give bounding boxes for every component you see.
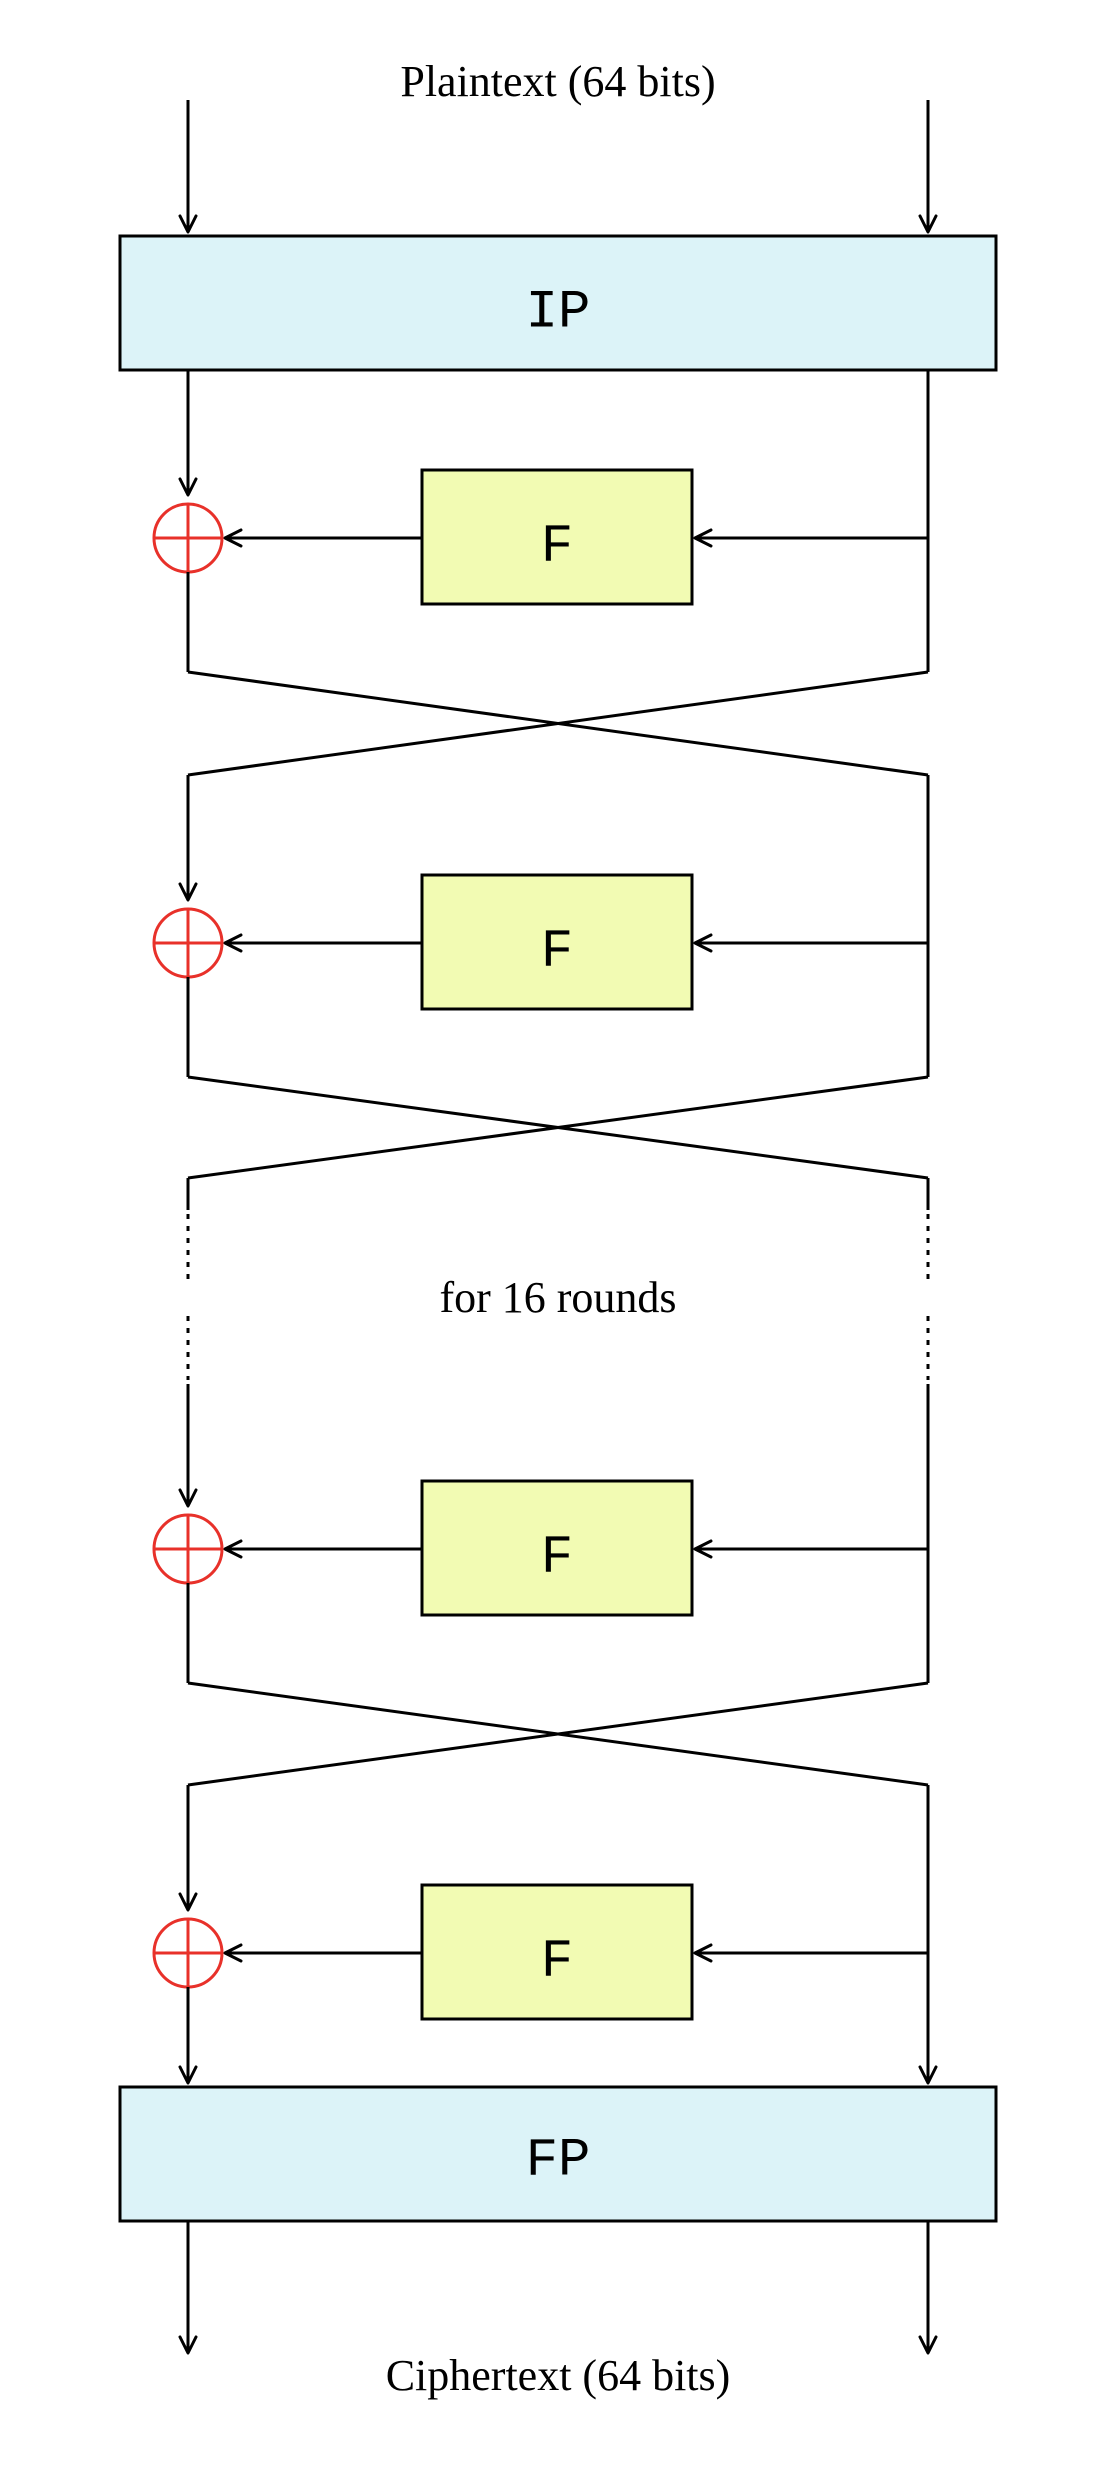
round-16: F <box>152 1785 938 2085</box>
ip-label: IP <box>526 282 591 343</box>
fp-box <box>118 2085 998 2223</box>
rounds-ellipsis: for 16 rounds <box>186 1178 930 1380</box>
round-1: F <box>152 370 930 777</box>
f-box <box>420 1883 694 2021</box>
xor-icon <box>152 907 224 979</box>
cross-b <box>187 1681 929 1787</box>
final-permutation-block: FP <box>118 2085 998 2223</box>
xor-icon <box>152 502 224 574</box>
round-15: F <box>152 1384 930 1787</box>
initial-permutation-block: IP <box>118 234 998 372</box>
xor-icon <box>152 1917 224 1989</box>
cross-b <box>187 670 929 777</box>
rounds-note: for 16 rounds <box>439 1273 676 1322</box>
plaintext-label: Plaintext (64 bits) <box>400 57 715 106</box>
ciphertext-label: Ciphertext (64 bits) <box>386 2351 731 2400</box>
f-box <box>420 1479 694 1617</box>
f-label: F <box>541 1527 573 1588</box>
f-label: F <box>541 1931 573 1992</box>
round-2: F <box>152 775 930 1180</box>
f-box <box>420 873 694 1011</box>
ip-box <box>118 234 998 372</box>
f-label: F <box>541 516 573 577</box>
fp-label: FP <box>526 2130 591 2191</box>
cross-b <box>187 1075 929 1180</box>
xor-icon <box>152 1513 224 1585</box>
f-label: F <box>541 921 573 982</box>
